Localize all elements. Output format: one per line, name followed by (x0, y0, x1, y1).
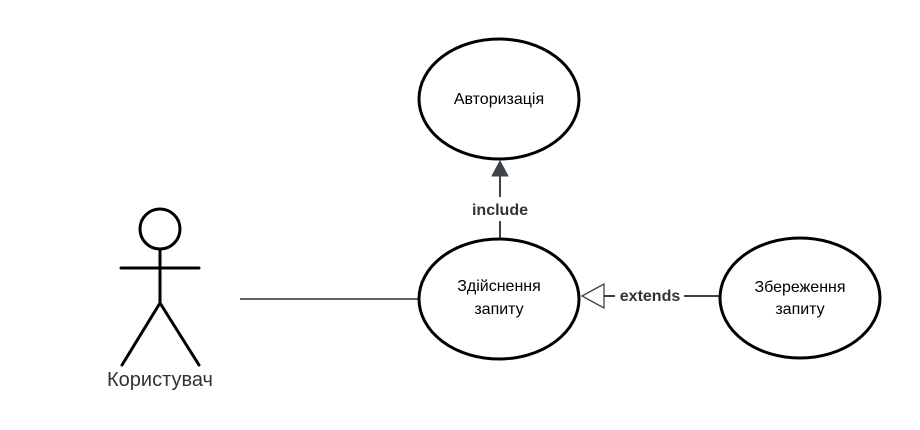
extends-arrowhead (580, 282, 605, 310)
use-case-auth-label: Авторизація (454, 91, 544, 108)
actor-head (138, 207, 182, 251)
include-label: include (472, 202, 528, 219)
use-case-auth (417, 37, 581, 161)
actor-right-leg (158, 301, 201, 367)
use-case-save-label-line2: запиту (775, 301, 824, 318)
include-arrowhead (491, 159, 509, 177)
actor-left-leg (120, 301, 162, 367)
use-case-request (417, 237, 581, 361)
use-case-request-label-line1: Здійснення (457, 278, 541, 295)
extends-label: extends (620, 288, 681, 305)
use-case-save-label-line1: Збереження (754, 279, 845, 296)
use-case-save (718, 236, 882, 360)
actor-figure (119, 207, 201, 367)
actor-label: Користувач (107, 369, 213, 391)
use-case-request-label-line2: запиту (474, 301, 523, 318)
